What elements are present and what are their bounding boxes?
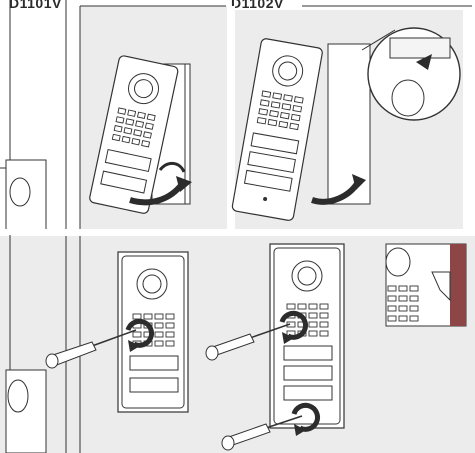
door-station-icon bbox=[270, 244, 344, 428]
panel-top-right bbox=[232, 6, 472, 230]
panel-bottom bbox=[0, 236, 475, 453]
detail-inset bbox=[386, 244, 466, 326]
